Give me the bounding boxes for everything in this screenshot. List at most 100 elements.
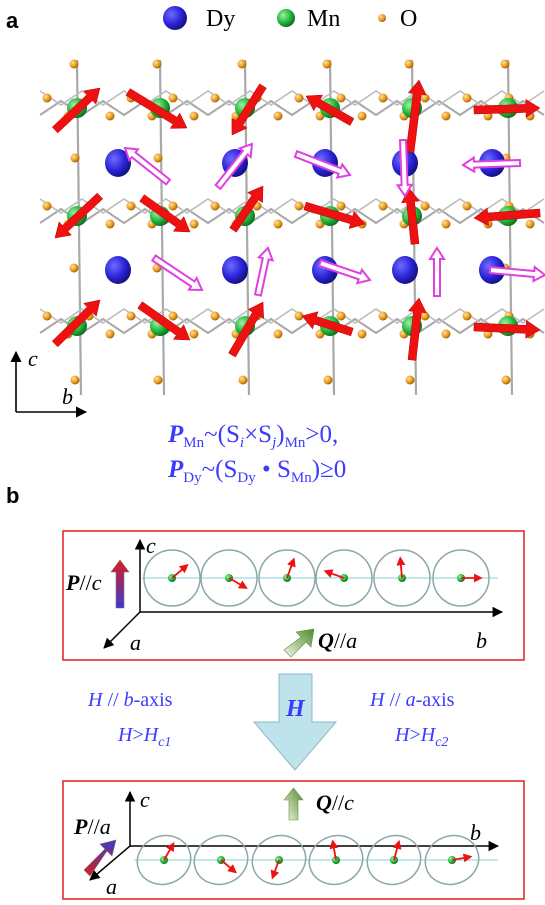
mn-spin-arrow (301, 311, 354, 337)
axes-cb: c b (10, 346, 88, 418)
oxygen-atom (405, 375, 415, 385)
legend-dy-swatch (163, 6, 187, 30)
oxygen-atom (322, 59, 332, 69)
oxygen-atom (525, 219, 535, 229)
left-condition-2: H>Hc1 (117, 724, 171, 750)
oxygen-atom (152, 59, 162, 69)
dy-spin-arrow (488, 265, 545, 283)
top-axes: c a b (103, 533, 504, 655)
mn-spin-arrow (405, 79, 427, 153)
dy-spin-arrow (461, 155, 522, 174)
mn-spin-arrow (125, 88, 188, 129)
oxygen-atom (336, 93, 346, 103)
axis-b-label: b (62, 384, 73, 409)
mn-spin-arrow (407, 297, 427, 361)
oxygen-atom (238, 375, 248, 385)
spin-ellipse (251, 834, 307, 886)
oxygen-atom (420, 311, 430, 321)
mn-spin-arrow (51, 299, 101, 348)
legend-o-label: O (400, 6, 417, 32)
spin-circle (315, 549, 373, 607)
oxygen-atom (441, 111, 451, 121)
equation-p-dy: PDy~(SDy • SMn)≥0 (167, 456, 346, 486)
oxygen-atom (323, 375, 333, 385)
mn-spin-arrow (51, 87, 101, 134)
bottom-spin-cycloid (134, 834, 498, 886)
oxygen-atom (501, 375, 511, 385)
oxygen-atom (462, 201, 472, 211)
top-polarization: P//c (65, 559, 130, 609)
oxygen-atom (294, 311, 304, 321)
right-condition-2: H>Hc2 (394, 724, 448, 750)
top-q-vector: Q//a (283, 628, 357, 658)
oxygen-atom (420, 93, 430, 103)
mn-spin-arrow (305, 94, 355, 126)
oxygen-atom (189, 219, 199, 229)
bottom-q-arrow (283, 787, 304, 821)
zigzag-bond (39, 207, 545, 225)
oxygen-atom (168, 311, 178, 321)
bottom-axis-b: b (470, 820, 481, 845)
spin-ellipse (308, 834, 364, 886)
oxygen-atom (378, 93, 388, 103)
spin-circle (200, 549, 258, 607)
oxygen-atom (273, 329, 283, 339)
oxygen-atom (126, 201, 136, 211)
spin-circle (258, 549, 316, 607)
oxygen-atom (70, 153, 80, 163)
dy-spin-arrow (123, 146, 172, 186)
zigzag-bond (39, 99, 545, 117)
bottom-axis-c: c (140, 787, 150, 812)
bottom-pol-label: P//a (73, 814, 111, 839)
oxygen-atom (357, 329, 367, 339)
equation-p-mn: PMn~(Si×Sj)Mn>0, (167, 421, 338, 451)
bottom-pol-arrow (83, 839, 117, 877)
oxygen-atom (153, 375, 163, 385)
oxygen-atom (105, 219, 115, 229)
oxygen-atom (273, 219, 283, 229)
oxygen-atom (462, 93, 472, 103)
spin-vector (451, 853, 473, 863)
mn-spin-arrow (473, 319, 541, 339)
oxygen-atom (189, 111, 199, 121)
dy-spin-arrow (253, 246, 275, 297)
oxygen-atom (210, 201, 220, 211)
zigzag-bond (39, 317, 545, 335)
spin-ellipse (366, 834, 422, 886)
oxygen-atom (294, 201, 304, 211)
mn-spin-arrow (137, 301, 191, 341)
mn-spin-arrow (231, 83, 267, 136)
dy-atom (105, 149, 131, 177)
mn-spin-arrow (473, 207, 541, 227)
dy-spin-arrow (428, 246, 446, 297)
dy-spin-arrow (150, 254, 204, 292)
legend: Dy Mn O (163, 6, 417, 32)
axis-c-label: c (28, 346, 38, 371)
bottom-q-label: Q//c (316, 790, 354, 815)
spin-vector (163, 841, 175, 861)
legend-mn-swatch (277, 9, 295, 27)
oxygen-atom (237, 59, 247, 69)
oxygen-atom (105, 111, 115, 121)
oxygen-atom (210, 93, 220, 103)
top-frame (62, 530, 525, 661)
top-q-label: Q//a (318, 628, 357, 653)
field-arrow-shape (252, 673, 338, 771)
oxygen-atom (168, 201, 178, 211)
oxygen-atom (210, 311, 220, 321)
oxygen-atom (273, 111, 283, 121)
oxygen-atom (378, 311, 388, 321)
oxygen-atom (189, 329, 199, 339)
spin-ellipse (136, 834, 192, 886)
oxygen-atom (126, 311, 136, 321)
spin-vector (323, 569, 345, 579)
oxygen-atom (500, 59, 510, 69)
spin-vector (396, 556, 406, 579)
spin-vector (392, 839, 402, 861)
oxygen-atom (357, 111, 367, 121)
left-condition-1: H // b-axis (87, 689, 173, 711)
panel-b-letter: b (6, 483, 19, 508)
top-axis-a: a (130, 630, 141, 655)
oxygen-atom (105, 329, 115, 339)
spin-vector (286, 557, 296, 579)
